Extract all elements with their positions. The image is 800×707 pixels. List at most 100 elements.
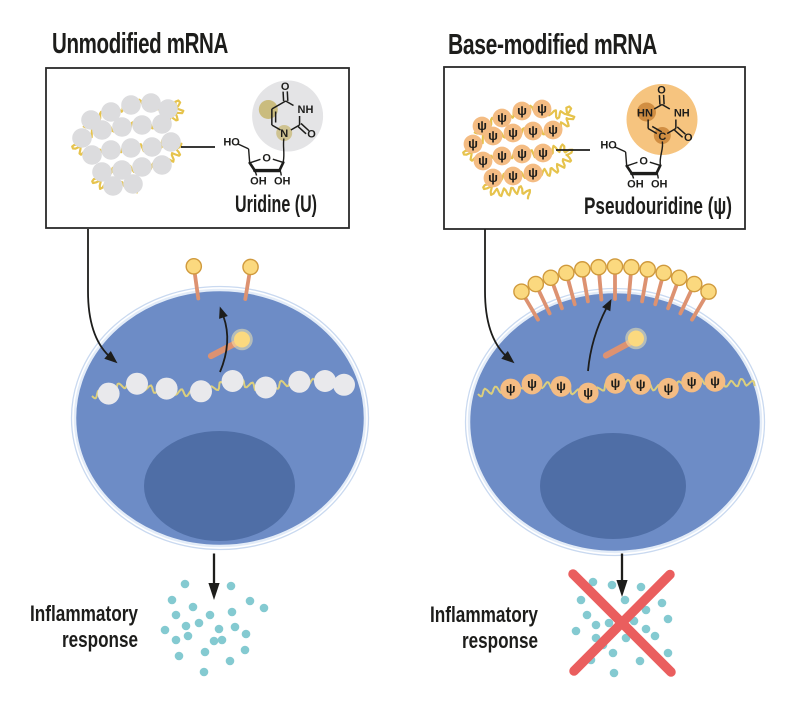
bond [624,151,628,166]
receptor-head [606,258,624,275]
uridine-nucleoside [190,380,212,403]
receptor-head [700,283,717,300]
psi-symbol: ψ [478,153,488,168]
response-arrowhead [616,580,628,597]
double-bond-line [662,94,665,105]
cytokine-dot [591,620,601,630]
ring-bond [290,124,300,131]
cytokine-dot [582,610,592,620]
cytokine-dot [241,629,251,639]
psi-symbol: ψ [611,376,621,391]
cytokine-dot [636,582,646,592]
psi-symbol: ψ [488,170,498,185]
receptor-head [574,261,591,278]
uridine-nucleoside [132,157,152,177]
pseudouridine-nucleoside [503,123,523,143]
unmodified-mrna-tangle [71,93,185,196]
receptor-head [242,258,259,276]
uridine-nucleoside [121,138,141,158]
uridine-label: Uridine (U) [235,191,317,218]
cytokine-dot [188,602,198,612]
uridine-nucleoside [72,128,92,148]
amide-left-label: HN [637,108,653,120]
cytokine-dot [230,622,240,632]
carbonyl-top-label: O [281,81,290,93]
pseudouridine-nucleoside [550,376,572,397]
cell-membrane [70,285,370,551]
hn-highlight [637,102,656,122]
cytokine-dot [200,647,210,657]
pseudouridine-nucleoside [512,144,532,164]
uridine-nucleoside [288,370,311,393]
double-bond-line [297,125,307,135]
psi-symbol: ψ [664,381,674,396]
receptor-stick [690,297,707,322]
glycosidic-bond [282,138,285,162]
uridine-nucleoside [254,376,277,399]
response-label-right-line1: Inflammatory [430,602,539,627]
uridine-nucleoside [112,117,132,137]
cytokine-dot [205,610,215,620]
pseudouridine-nucleoside [630,374,651,395]
translation-arrowhead [219,306,228,319]
cytokine-dot [245,596,255,606]
bond [649,161,661,167]
receptor-stick [666,283,679,311]
cytokine-dot [608,648,618,658]
cytokine-dot [240,645,250,655]
ring-carbon-label: C [658,131,666,143]
receptor-head [590,258,607,276]
cytokine-dot [171,635,181,645]
bond-bold [278,161,285,172]
pseudouridine-nucleoside [523,163,543,183]
uridine-nucleoside [152,114,172,134]
receptor-stick [243,273,252,301]
bond [614,146,626,153]
uridine-nucleoside [141,93,161,113]
uridine-nucleoside [101,140,121,160]
protein-ball [628,330,644,347]
hydroxymethyl-label: HO [600,139,617,151]
ring-bond [666,127,677,135]
cytokine-dot [214,624,224,634]
ring-nitrogen-label: N [280,128,288,140]
blocked-cross-icon [568,569,676,677]
psi-symbol: ψ [538,145,548,160]
receptor-head [639,261,656,278]
psi-symbol: ψ [488,128,498,143]
cytokine-dot [576,595,586,605]
psi-symbol: ψ [687,374,697,389]
double-bond-line [282,91,285,102]
uridine-nucleoside [103,176,123,196]
cytokine-dot [259,603,269,613]
response-label-left-line2: response [62,627,138,652]
carbonyl-top-label: O [657,85,666,97]
ring-bond [661,103,671,110]
psi-symbol: ψ [528,165,538,180]
psi-symbol: ψ [583,385,593,400]
c5-highlight [258,100,278,119]
double-bond-line [300,122,310,132]
uridine-nucleoside [97,382,120,405]
hydroxyl-right-label: OH [274,175,291,187]
double-bond-line [673,129,684,138]
psi-symbol: ψ [468,136,478,151]
bond-bold [655,164,662,175]
cytokine-dot [181,621,191,631]
mrna-entry-arrow-left [87,229,118,364]
psi-symbol: ψ [710,374,720,389]
psi-symbol: ψ [636,377,646,392]
cytokine-dot [604,618,614,628]
pseudouridine-nucleoside [605,372,626,394]
hydroxymethyl-label: HO [223,136,240,148]
uridine-nucleoside [82,145,102,165]
cytokine-dot [194,618,204,628]
protein-ball [234,331,250,348]
double-bond-line [286,91,289,101]
cytokine-dot [167,595,177,605]
amide-right-label: NH [674,108,690,120]
bond [631,174,635,179]
